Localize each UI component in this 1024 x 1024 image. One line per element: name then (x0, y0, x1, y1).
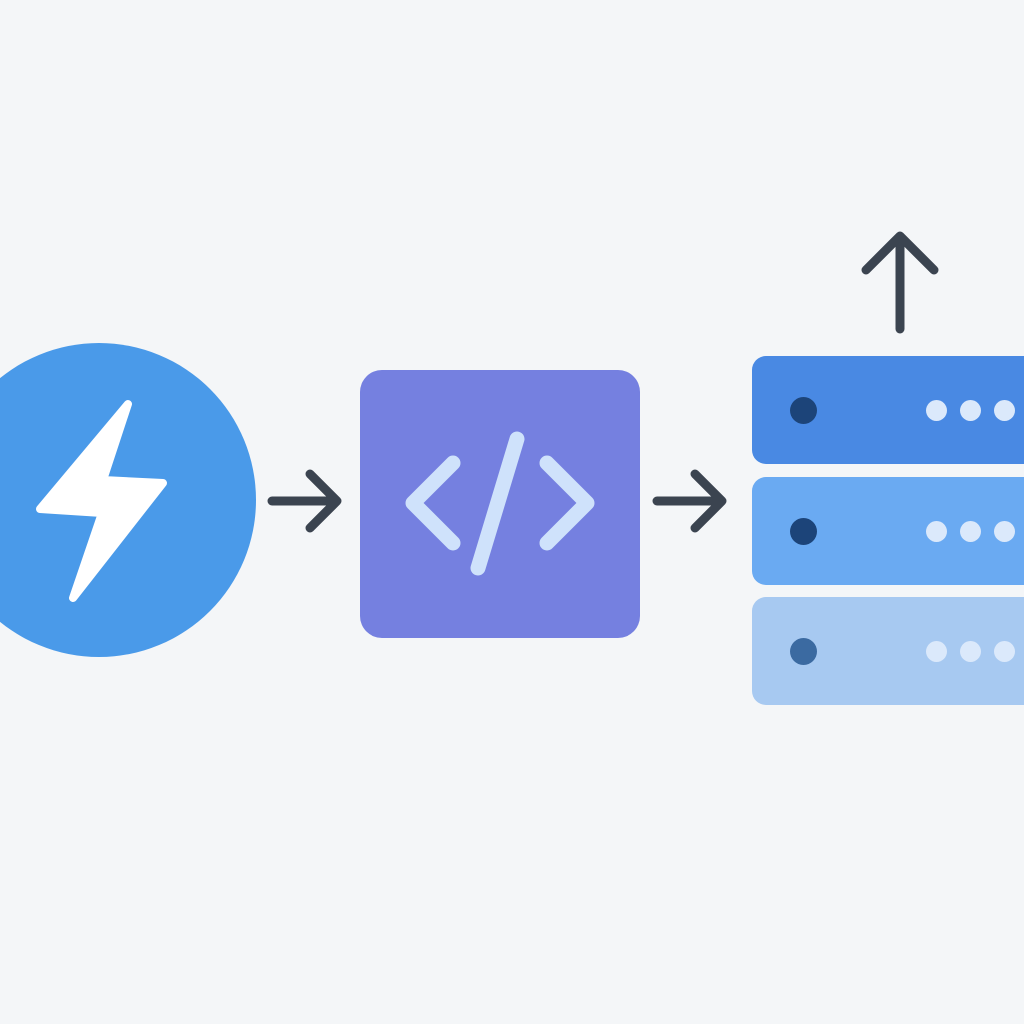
trigger-node (0, 343, 256, 657)
indicator-dot (960, 400, 981, 421)
indicator-dot (926, 641, 947, 662)
server-unit-top (752, 356, 1024, 464)
bolt-shape (36, 400, 167, 602)
indicator-dot (926, 521, 947, 542)
status-led (790, 518, 817, 545)
right-angle-bracket (539, 455, 595, 551)
indicator-dot (960, 521, 981, 542)
arrow-right-icon (267, 469, 342, 533)
indicator-dot (994, 641, 1015, 662)
server-unit-middle (752, 477, 1024, 585)
arrow-up-icon (861, 231, 939, 334)
slash-glyph (470, 431, 525, 576)
indicator-dot (994, 400, 1015, 421)
arrow-right-icon (652, 469, 727, 533)
status-led (790, 638, 817, 665)
code-node (360, 370, 640, 638)
server-unit-bottom (752, 597, 1024, 705)
code-brackets-icon (405, 431, 595, 576)
indicator-dot (960, 641, 981, 662)
lightning-bolt-icon (36, 400, 167, 602)
indicator-dot (926, 400, 947, 421)
status-led (790, 397, 817, 424)
left-angle-bracket (405, 455, 461, 551)
indicator-dot (994, 521, 1015, 542)
